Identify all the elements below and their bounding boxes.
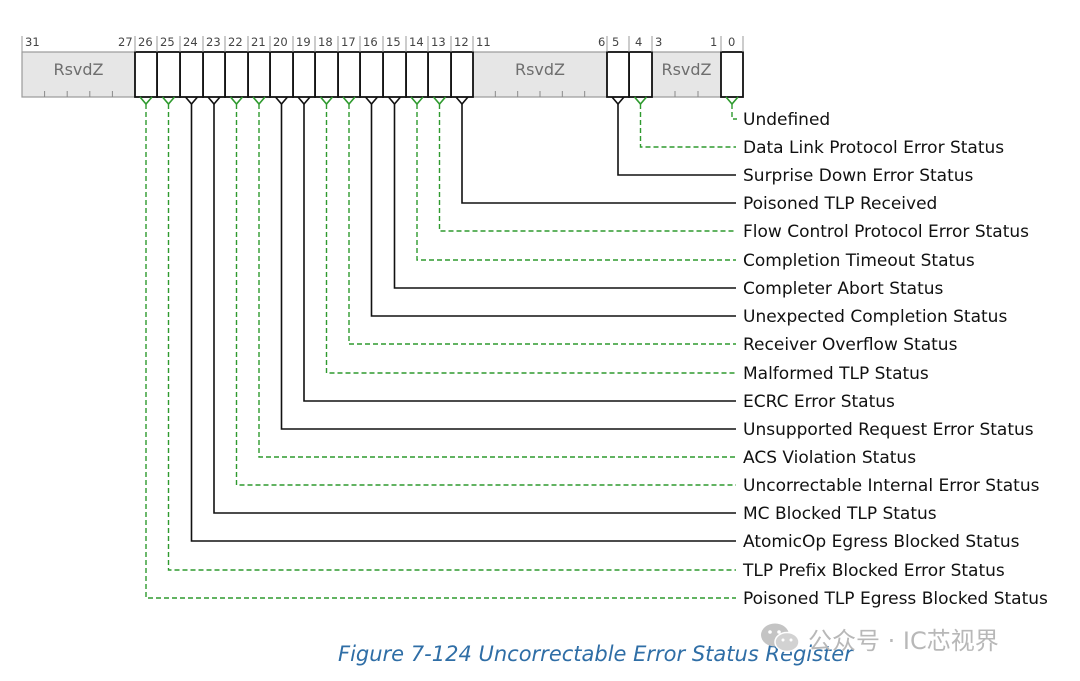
bit-number-0: 0 [728, 35, 735, 49]
bit-number-12: 12 [454, 35, 469, 49]
field-label-bit-21: ACS Violation Status [743, 448, 916, 468]
bit-cell-12 [450, 51, 474, 98]
bit-number-27: 27 [118, 35, 133, 49]
leader-bit-13 [432, 96, 736, 232]
bit-cell-16 [359, 51, 384, 98]
bit-cell-4 [628, 51, 653, 98]
leader-bit-14 [410, 96, 736, 261]
leader-bit-0 [725, 96, 739, 120]
bit-cell-23 [202, 51, 226, 98]
watermark-text: 公众号 · IC芯视界 [808, 627, 999, 655]
bit-number-17: 17 [341, 35, 356, 49]
leader-bit-25 [161, 96, 736, 571]
leader-bit-5 [611, 96, 736, 176]
field-label-bit-26: Poisoned TLP Egress Blocked Status [743, 589, 1048, 609]
bit-number-24: 24 [183, 35, 198, 49]
leader-bit-17 [342, 96, 736, 345]
field-label-bit-14: Completion Timeout Status [743, 251, 975, 271]
bit-cell-0 [720, 51, 744, 98]
field-label-bit-19: ECRC Error Status [743, 392, 895, 412]
bit-cell-17 [337, 51, 361, 98]
bit-number-15: 15 [386, 35, 401, 49]
bit-number-25: 25 [160, 35, 175, 49]
bit-cell-25 [156, 51, 181, 98]
leader-bit-26 [139, 96, 736, 599]
bit-cell-26 [134, 51, 158, 98]
bit-number-6: 6 [598, 35, 605, 49]
bit-number-20: 20 [273, 35, 288, 49]
leader-bit-21 [252, 96, 736, 458]
bit-cell-21 [247, 51, 271, 98]
field-label-bit-23: MC Blocked TLP Status [743, 504, 937, 524]
bit-cell-24 [179, 51, 204, 98]
bit-number-23: 23 [206, 35, 221, 49]
field-label-bit-24: AtomicOp Egress Blocked Status [743, 532, 1020, 552]
wechat-logo-icon [761, 623, 800, 653]
leader-bit-18 [319, 96, 736, 374]
bit-number-14: 14 [409, 35, 424, 49]
bit-cell-18 [314, 51, 339, 98]
reserved-fields: RsvdZ RsvdZ RsvdZ [21, 51, 722, 98]
reserved-label: RsvdZ [515, 60, 565, 79]
field-cells [134, 51, 744, 98]
leader-bit-22 [229, 96, 736, 486]
leader-bit-15 [387, 96, 736, 289]
reserved-label: RsvdZ [661, 60, 711, 79]
bit-number-19: 19 [296, 35, 311, 49]
leader-bit-12 [455, 96, 736, 204]
leader-bit-20 [274, 96, 736, 430]
leader-bit-19 [297, 96, 736, 402]
field-label-bit-0: Undefined [743, 110, 830, 130]
field-label-bit-18: Malformed TLP Status [743, 364, 929, 384]
bit-number-3: 3 [655, 35, 662, 49]
leader-bit-23 [207, 96, 736, 514]
field-label-bit-12: Poisoned TLP Received [743, 194, 937, 214]
bit-number-18: 18 [318, 35, 333, 49]
bit-number-4: 4 [635, 35, 642, 49]
bit-number-22: 22 [228, 35, 243, 49]
reserved-label: RsvdZ [53, 60, 103, 79]
reserved-field-3-1: RsvdZ [651, 51, 722, 98]
field-label-bit-17: Receiver Overflow Status [743, 335, 958, 355]
figure-caption: Figure 7-124 Uncorrectable Error Status … [338, 642, 853, 666]
bit-number-16: 16 [363, 35, 378, 49]
leader-lines [139, 96, 739, 599]
bit-cell-22 [224, 51, 249, 98]
bit-cell-13 [427, 51, 452, 98]
leader-bit-4 [633, 96, 736, 148]
field-label-bit-16: Unexpected Completion Status [743, 307, 1007, 327]
reserved-field-11-6: RsvdZ [472, 51, 608, 98]
bit-cell-14 [405, 51, 429, 98]
bit-number-21: 21 [251, 35, 266, 49]
field-label-bit-5: Surprise Down Error Status [743, 166, 974, 186]
field-label-bit-22: Uncorrectable Internal Error Status [743, 476, 1040, 496]
leader-bit-16 [364, 96, 736, 317]
field-label-bit-25: TLP Prefix Blocked Error Status [742, 561, 1005, 581]
bit-cell-5 [606, 51, 630, 98]
bit-number-11: 11 [476, 35, 491, 49]
bit-cell-19 [292, 51, 316, 98]
bit-number-5: 5 [612, 35, 619, 49]
bit-number-31: 31 [25, 35, 40, 49]
field-label-bit-4: Data Link Protocol Error Status [743, 138, 1004, 158]
field-label-bit-20: Unsupported Request Error Status [743, 420, 1034, 440]
watermark: 公众号 · IC芯视界 [758, 618, 1058, 658]
leader-bit-24 [184, 96, 736, 542]
bit-cell-15 [382, 51, 407, 98]
bit-number-26: 26 [138, 35, 153, 49]
bit-number-1: 1 [710, 35, 717, 49]
field-label-bit-15: Completer Abort Status [743, 279, 944, 299]
reserved-field-31-27: RsvdZ [21, 51, 136, 98]
bit-cell-20 [269, 51, 294, 98]
bit-number-13: 13 [431, 35, 446, 49]
field-label-bit-13: Flow Control Protocol Error Status [743, 222, 1029, 242]
